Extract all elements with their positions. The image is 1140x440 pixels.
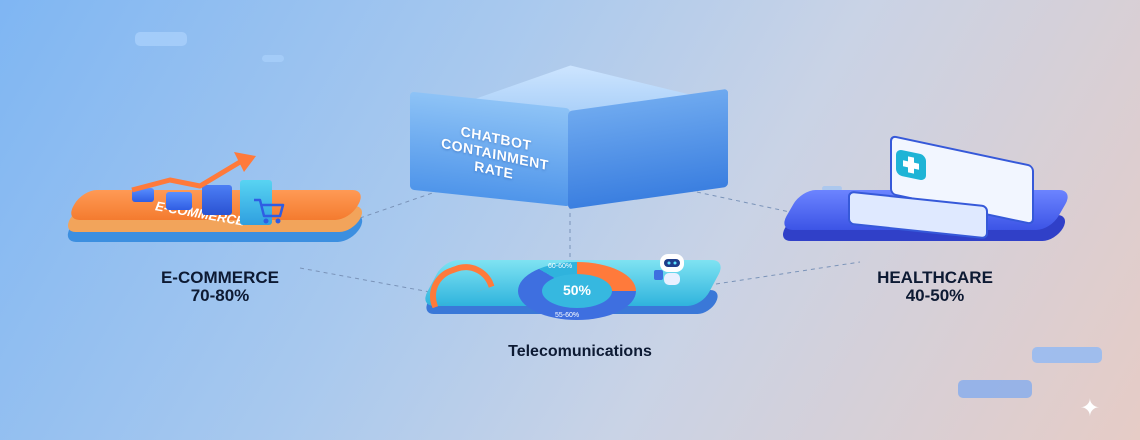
connector-ecom-telecom — [299, 267, 431, 293]
robot-icon — [654, 254, 684, 285]
bar-chart-bar — [166, 192, 192, 210]
sparkle-icon: ✦ — [1079, 394, 1100, 422]
decor-tile — [1032, 347, 1102, 363]
decor-tile — [958, 380, 1032, 398]
ecommerce-name: E-COMMERCE — [160, 268, 280, 287]
ecommerce-value: 70-80% — [190, 286, 250, 305]
decor-tile — [135, 32, 187, 46]
healthcare-name: HEALTHCARE — [877, 268, 993, 287]
telecom-donut-center: 50% — [562, 282, 592, 298]
telecom-donut-bottom: 55-60% — [555, 312, 580, 319]
bar-chart-bar — [132, 188, 154, 202]
connector-tele-health — [715, 261, 861, 285]
bar-chart-bar — [202, 185, 232, 215]
telecom-name: Telecomunications — [508, 343, 652, 360]
telecom-donut-top: 60-60% — [548, 263, 573, 270]
healthcare-value: 40-50% — [905, 286, 965, 305]
trend-arrow-icon — [131, 152, 256, 193]
decor-tile — [262, 55, 284, 62]
decor-tile — [822, 186, 842, 191]
medical-cross-icon — [896, 148, 926, 182]
bar-chart-bar — [240, 180, 272, 225]
shopping-cart-icon — [254, 198, 285, 224]
telecom-donut-hole — [542, 274, 612, 308]
